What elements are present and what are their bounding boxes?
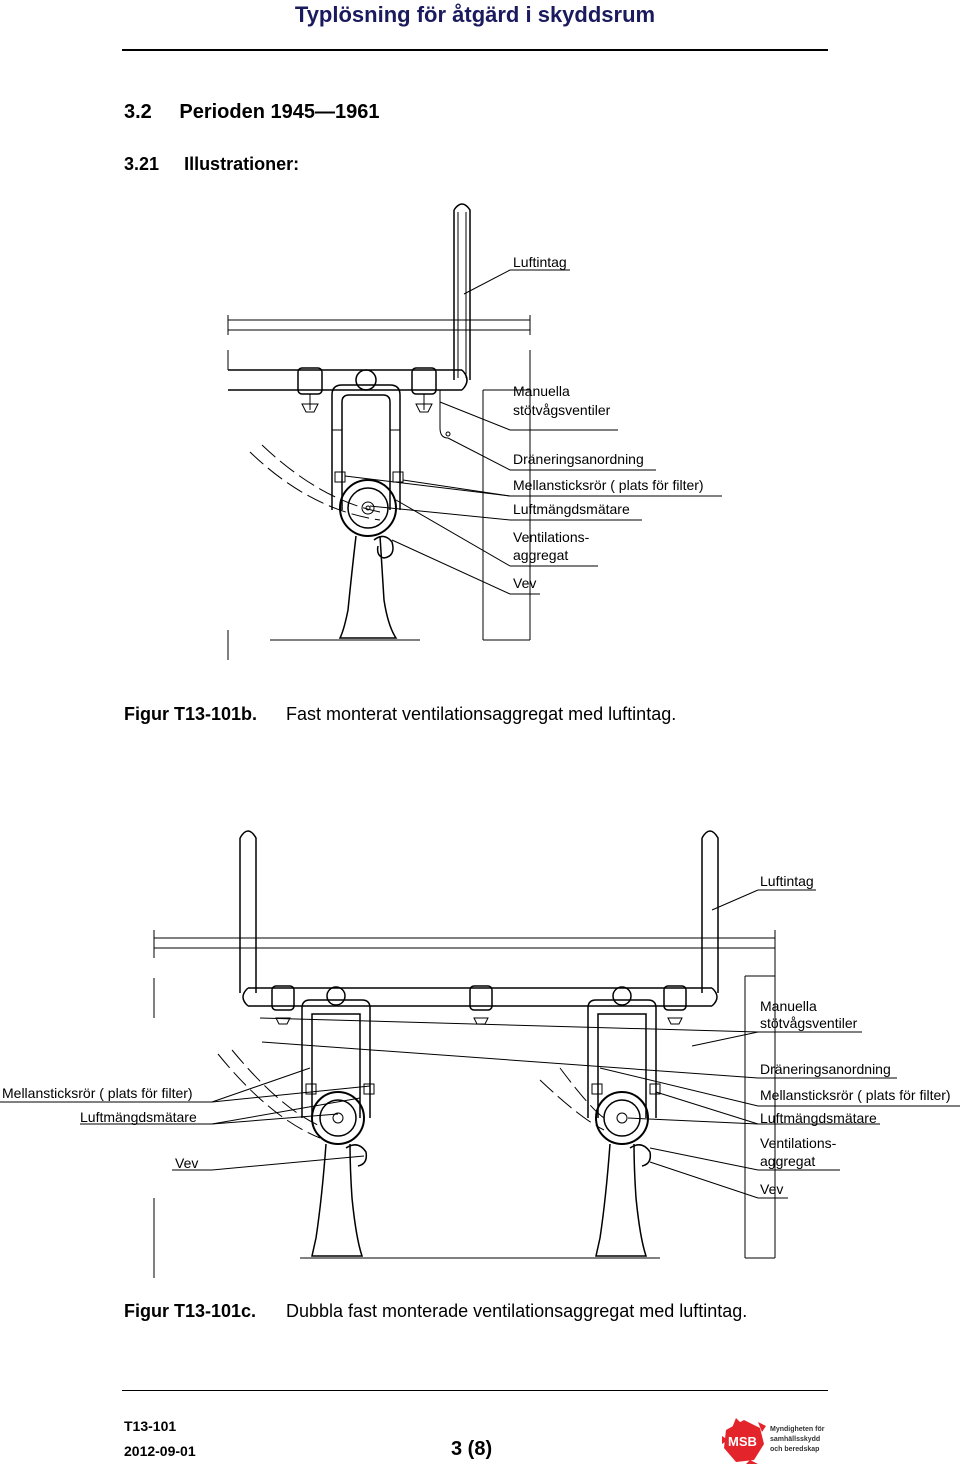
ventilation-unit: [338, 479, 398, 639]
label-mellansticksror-left: Mellansticksrör ( plats för filter): [2, 1085, 193, 1101]
header-rule: [122, 49, 828, 51]
msb-tagline-2: samhällsskydd: [770, 1436, 820, 1443]
label-vev-right: Vev: [760, 1181, 783, 1197]
label-luftmangdsmatare-right: Luftmängdsmätare: [760, 1110, 877, 1126]
msb-tagline-3: och beredskap: [770, 1446, 819, 1453]
drain-line: [439, 390, 449, 439]
footer-date: 2012-09-01: [124, 1443, 196, 1459]
figure-c-caption-text: Dubbla fast monterade ventilationsaggreg…: [286, 1301, 748, 1321]
figure-c-leaders: [0, 889, 960, 1199]
swing-arc-left: [217, 1053, 321, 1139]
label-ventilations-1: Ventilations-: [760, 1135, 837, 1151]
figure-c-diagram: Luftintag Manuella stötvågsventiler Drän…: [0, 830, 960, 1278]
subsection-heading: 3.21 Illustrationer:: [124, 154, 299, 175]
room-outline: [153, 930, 776, 1278]
swing-arc-left-2: [231, 1049, 321, 1127]
label-draneringsanordning: Dräneringsanordning: [513, 451, 644, 467]
figure-b-diagram: Luftintag Manuella stötvågsventiler Drän…: [227, 203, 722, 660]
label-vev-left: Vev: [175, 1155, 198, 1171]
footer-doc-id: T13-101: [124, 1418, 177, 1434]
label-luftintag: Luftintag: [513, 254, 567, 270]
msb-logo-emblem: MSB: [722, 1418, 766, 1464]
ventilation-unit-right: [587, 986, 661, 1257]
label-manuella-1: Manuella: [513, 383, 570, 399]
label-luftintag: Luftintag: [760, 873, 814, 889]
section-heading: 3.2 Perioden 1945—1961: [124, 101, 380, 124]
figure-b-caption-label: Figur T13-101b.: [124, 704, 258, 724]
room-outline: [227, 315, 531, 660]
section-title: Perioden 1945—1961: [179, 101, 380, 123]
label-luftmangdsmatare-left: Luftmängdsmätare: [80, 1109, 197, 1125]
label-mellansticksror-right: Mellansticksrör ( plats för filter): [760, 1087, 951, 1103]
label-draneringsanordning: Dräneringsanordning: [760, 1061, 891, 1077]
label-vev: Vev: [513, 575, 536, 591]
label-manuella-1: Manuella: [760, 998, 817, 1014]
label-manuella-2: stötvågsventiler: [760, 1015, 858, 1031]
label-luftmangdsmatare: Luftmängdsmätare: [513, 501, 630, 517]
intake-pipes: [239, 830, 719, 993]
label-ventilations-2: aggregat: [760, 1153, 815, 1169]
intake-pipe: [453, 203, 471, 380]
document-header-title: Typlösning för åtgärd i skyddsrum: [294, 2, 656, 27]
page-number: 3 (8): [451, 1438, 493, 1460]
figure-c-caption: Figur T13-101c. Dubbla fast monterade ve…: [124, 1301, 747, 1322]
label-ventilations-1: Ventilations-: [513, 529, 590, 545]
msb-logo: MSB Myndigheten för samhällsskydd och be…: [722, 1418, 832, 1469]
figure-b-caption-text: Fast monterat ventilationsaggregat med l…: [286, 704, 677, 724]
figure-b-caption: Figur T13-101b. Fast monterat ventilatio…: [124, 704, 676, 725]
swing-arc: [249, 451, 381, 521]
figure-b-leaders: [344, 269, 722, 595]
main-pipe: [242, 987, 718, 1007]
subsection-number: 3.21: [124, 154, 160, 174]
msb-tagline-1: Myndigheten för: [770, 1426, 825, 1433]
section-number: 3.2: [124, 101, 152, 123]
shock-valve-right: [411, 367, 437, 413]
label-manuella-2: stötvågsventiler: [513, 402, 611, 418]
msb-logo-mark: MSB Myndigheten för samhällsskydd och be…: [722, 1418, 825, 1464]
footer-rule: [122, 1390, 828, 1391]
main-pipe: [228, 369, 468, 391]
figure-c-caption-label: Figur T13-101c.: [124, 1301, 257, 1321]
swing-arc-right: [539, 1079, 605, 1131]
subsection-title: Illustrationer:: [184, 154, 300, 174]
label-mellansticksror: Mellansticksrör ( plats för filter): [513, 477, 704, 493]
filter-pipes: [331, 369, 404, 510]
swing-arc-2: [261, 444, 381, 513]
shock-valve-left: [297, 367, 323, 413]
label-ventilations-2: aggregat: [513, 547, 568, 563]
ventilation-unit-left: [301, 986, 375, 1257]
swing-arc-right-2: [559, 1067, 605, 1119]
msb-logo-text: MSB: [728, 1434, 757, 1449]
